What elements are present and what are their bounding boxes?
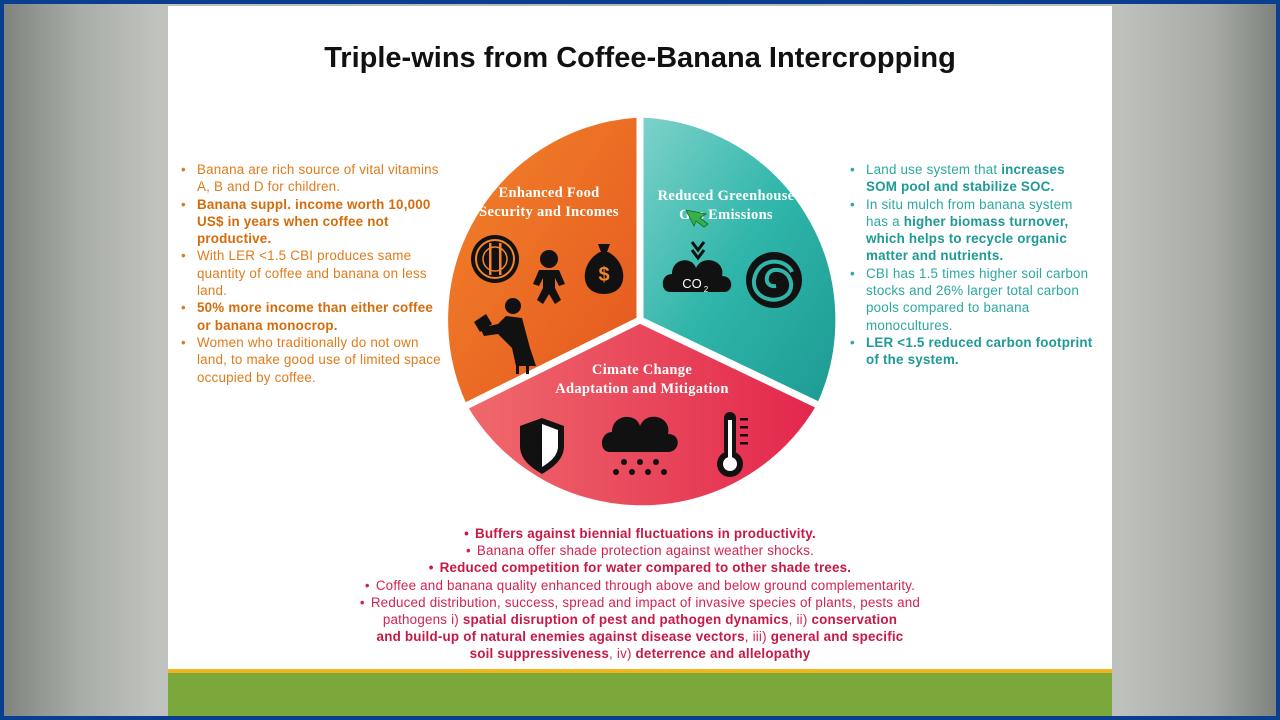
greenhouse-segment-subtitle: Gas Emissions [679, 207, 773, 223]
list-item: Women who traditionally do not own land,… [179, 334, 449, 386]
food-segment-title: Enhanced Food [499, 185, 600, 201]
greenhouse-segment [636, 110, 843, 411]
list-item: CBI has 1.5 times higher soil carbon sto… [848, 265, 1093, 334]
triple-wins-diagram: Enhanced Food Security and Incomes Reduc… [441, 110, 843, 513]
svg-text:2: 2 [704, 285, 709, 294]
list-item: With LER <1.5 CBI produces same quantity… [179, 247, 449, 299]
spiral-icon [746, 252, 802, 308]
svg-text:CO: CO [682, 276, 702, 291]
rain-cloud-icon [601, 416, 678, 475]
slide-footer-bar [168, 669, 1112, 716]
list-item: •Reduced competition for water compared … [428, 560, 852, 576]
left-bullet-list: Banana are rich source of vital vitamins… [179, 161, 449, 386]
co2-cloud-icon: CO 2 [662, 241, 732, 294]
list-item: Land use system that increases SOM pool … [848, 161, 1093, 196]
list-item: 50% more income than either coffee or ba… [179, 299, 449, 334]
list-item: •Reduced distribution, success, spread a… [359, 594, 921, 610]
svg-text:$: $ [598, 264, 609, 286]
baby-icon [533, 250, 565, 304]
list-item: •Coffee and banana quality enhanced thro… [364, 577, 916, 593]
money-bag-icon: $ [584, 244, 624, 294]
food-segment-subtitle: Security and Incomes [479, 204, 619, 220]
list-item: •Buffers against biennial fluctuations i… [464, 526, 816, 541]
right-bullet-list: Land use system that increases SOM pool … [848, 161, 1093, 369]
list-item: Banana suppl. income worth 10,000 US$ in… [179, 196, 449, 248]
list-item: Banana are rich source of vital vitamins… [179, 161, 449, 196]
presentation-viewer: Triple-wins from Coffee-Banana Intercrop… [4, 4, 1276, 716]
bottom-bullet-list: •Buffers against biennial fluctuations i… [288, 525, 992, 663]
woman-working-icon [474, 298, 536, 374]
plate-cutlery-icon [471, 235, 519, 283]
slide: Triple-wins from Coffee-Banana Intercrop… [168, 6, 1112, 716]
list-item: •Banana offer shade protection against w… [465, 543, 815, 559]
shield-icon [520, 418, 564, 474]
climate-segment-subtitle: Adaptation and Mitigation [555, 381, 728, 397]
list-item: In situ mulch from banana system has a h… [848, 196, 1093, 265]
greenhouse-segment-title: Reduced Greenhouse [658, 188, 795, 204]
pointer-arrow-icon [685, 209, 709, 228]
list-item: LER <1.5 reduced carbon footprint of the… [848, 334, 1093, 369]
climate-segment-title: Cimate Change [592, 362, 692, 378]
slide-title: Triple-wins from Coffee-Banana Intercrop… [324, 42, 956, 74]
thermometer-icon [717, 412, 748, 477]
